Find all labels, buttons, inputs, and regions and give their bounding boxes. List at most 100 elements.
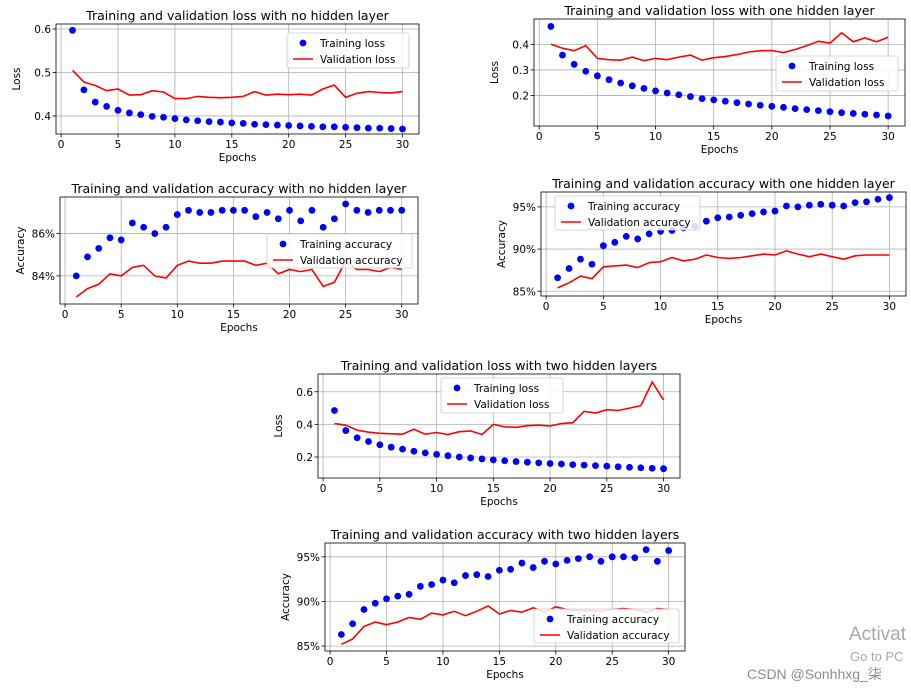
x-tick-label: 10: [168, 139, 181, 151]
training-point: [597, 557, 605, 565]
training-point: [733, 99, 741, 107]
x-tick-label: 25: [339, 309, 352, 321]
training-point: [421, 449, 429, 457]
training-point: [863, 198, 870, 206]
legend-dot-swatch: [788, 62, 796, 70]
training-point: [803, 106, 811, 114]
training-point: [851, 199, 859, 207]
training-point: [162, 223, 170, 231]
y-axis-label: Loss: [11, 67, 23, 90]
training-point: [308, 122, 315, 130]
legend-box: [554, 195, 701, 231]
training-point: [631, 554, 639, 562]
training-point: [376, 441, 384, 449]
training-point: [884, 112, 892, 120]
training-point: [399, 125, 406, 133]
training-point: [495, 566, 503, 574]
training-point: [593, 72, 601, 80]
training-point: [217, 118, 224, 126]
chart-title: Training and validation loss with no hid…: [85, 8, 390, 23]
x-tick-label: 20: [283, 309, 296, 321]
training-point: [117, 236, 125, 244]
training-point: [665, 547, 673, 554]
training-point: [319, 223, 327, 231]
training-point: [637, 464, 645, 472]
x-tick-label: 15: [711, 301, 724, 313]
x-tick-label: 15: [707, 131, 720, 143]
training-point: [95, 244, 103, 252]
x-tick-label: 0: [327, 656, 334, 668]
training-point: [330, 123, 338, 131]
validation-line: [557, 249, 890, 289]
validation-line: [71, 69, 403, 100]
training-point: [241, 206, 249, 214]
x-tick-label: 5: [383, 656, 390, 668]
training-point: [228, 119, 236, 127]
training-point: [439, 576, 447, 584]
x-tick-label: 30: [881, 131, 894, 143]
legend-label: Training loss: [319, 38, 385, 50]
training-point: [617, 79, 625, 87]
training-point: [106, 234, 114, 242]
csdn-watermark: CSDN @Sonhhxg_柒: [747, 666, 882, 682]
training-point: [140, 223, 148, 231]
training-point: [626, 463, 633, 471]
x-tick-label: 20: [765, 131, 778, 143]
training-point: [383, 595, 390, 603]
x-tick-label: 20: [543, 483, 556, 495]
x-tick-label: 30: [883, 301, 896, 313]
training-point: [552, 560, 560, 568]
training-point: [805, 201, 813, 209]
training-point: [640, 84, 648, 92]
training-point: [535, 459, 543, 467]
y-tick-label: 95%: [513, 202, 536, 214]
training-point: [371, 599, 379, 607]
y-axis-label: Loss: [273, 414, 285, 437]
training-point: [507, 565, 515, 573]
x-tick-label: 15: [227, 309, 240, 321]
legend-label: Training loss: [808, 61, 874, 73]
go-to-pc-watermark: Go to PC: [850, 649, 904, 664]
training-point: [817, 200, 825, 208]
training-point: [554, 274, 561, 282]
training-point: [151, 230, 159, 237]
training-point: [565, 265, 573, 272]
legend-dot-swatch: [279, 240, 287, 248]
training-point: [546, 460, 554, 467]
training-point: [80, 86, 88, 94]
training-point: [428, 581, 436, 588]
validation-line: [334, 380, 665, 436]
training-point: [745, 100, 752, 108]
plot-frame: [59, 196, 419, 305]
training-point: [826, 108, 834, 116]
training-point: [297, 217, 305, 225]
y-tick-label: 0.3: [512, 65, 529, 77]
y-axis-label: Accuracy: [15, 227, 27, 275]
legend-dot-swatch: [453, 384, 461, 392]
x-tick-label: 5: [115, 139, 122, 151]
training-point: [398, 206, 406, 214]
y-tick-label: 0.6: [34, 24, 51, 36]
training-point: [760, 208, 767, 216]
training-point: [364, 209, 372, 216]
plot-frame: [55, 23, 420, 135]
plot-frame: [540, 191, 907, 297]
training-point: [171, 115, 179, 122]
legend-dot-swatch: [567, 202, 575, 210]
plot-frame: [533, 18, 906, 127]
training-point: [342, 200, 350, 208]
x-tick-label: 0: [320, 483, 327, 495]
x-tick-label: 10: [171, 309, 184, 321]
training-point: [608, 553, 616, 561]
training-point: [660, 465, 667, 473]
training-point: [342, 427, 350, 434]
training-point: [620, 553, 627, 561]
training-point: [574, 555, 582, 563]
training-point: [558, 460, 565, 468]
training-point: [194, 117, 202, 125]
training-point: [675, 91, 683, 99]
training-point: [702, 217, 710, 225]
training-point: [523, 458, 531, 466]
